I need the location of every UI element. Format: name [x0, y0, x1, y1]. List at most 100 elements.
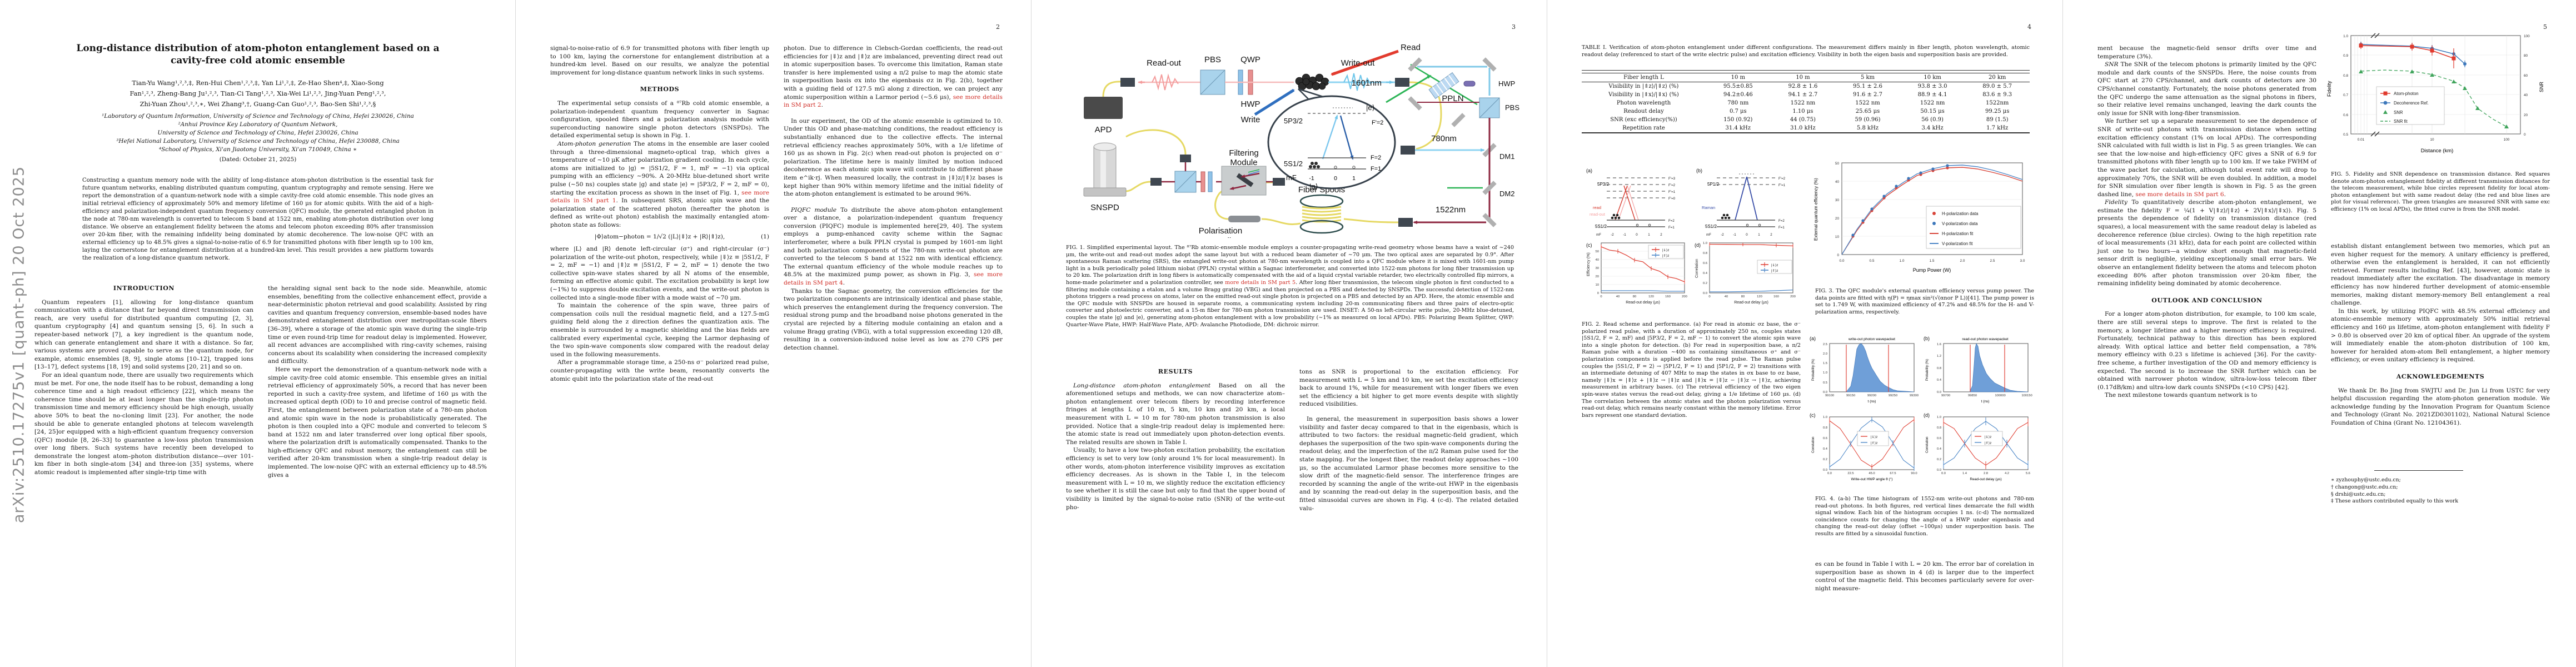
snr-triangles [2359, 69, 2509, 128]
tick-label: 99850 [1968, 394, 1977, 397]
readout-label: read-out [1590, 212, 1606, 217]
tick-label: 1.2 [1937, 355, 1941, 358]
page-number: 5 [2543, 23, 2547, 31]
tick-label: 0.4 [1937, 447, 1942, 451]
legend-entry: V-polarization data [1942, 221, 1978, 226]
fig2d-correlation-plot: (d) 0.0 0.2 0.4 0.6 0.8 1.0 0 40 80 120 … [1695, 242, 1796, 305]
paragraph: We thank Dr. Bo Jing from SWJTU and Dr. … [2331, 387, 2550, 426]
cell: 1522 nm [1920, 100, 1945, 106]
level-5s12-label: 5S1/2 [1284, 160, 1303, 168]
footnote-email: † changong@ustc.edu.cn; [2331, 484, 2398, 490]
cell: 1.10 μs [1792, 108, 1813, 115]
pc-label-2: Controller [1202, 236, 1238, 238]
state-g-label: |g⟩ [1309, 182, 1318, 191]
hwp2-label: HWP [1498, 79, 1515, 88]
x-axis-label: Read-out delay (μs) [1970, 477, 2001, 481]
tick-label: 4.2 [2005, 472, 2009, 475]
cell: 1.7 kHz [1986, 125, 2009, 131]
mf-value: 2 [1660, 233, 1662, 237]
paper-title: Long-distance distribution of atom-photo… [76, 43, 440, 66]
tick-label: 0 [1708, 295, 1710, 298]
tick-label: 2.5 [1823, 343, 1827, 346]
snspd-label: SNSPD [1090, 203, 1119, 212]
page-3: 3 Read-out APD PBS QWP HWP Read Write [1031, 0, 1547, 667]
fig4d-fringe-superposition: (d) |⇓⟩z |⇑⟩z 0.0 0.2 0.4 0.6 0.8 1.0 0.… [1924, 412, 2030, 481]
level-label: F'=0 [1668, 197, 1676, 201]
cell: 1522 nm [1855, 100, 1880, 106]
section-heading-results: RESULTS [1158, 368, 1193, 375]
writeout-pulse-wave [1343, 73, 1371, 91]
tick-label: 1.6 [1937, 343, 1941, 346]
legend-entry: |⇓⟩z [1662, 248, 1669, 252]
affiliation: ³Hefei National Laboratory, University o… [116, 138, 400, 145]
paragraph: The experimental setup consists of a ⁸⁷R… [550, 99, 769, 140]
table-header-row: Fiber length L 10 m 10 m 5 km 10 km 20 k… [1582, 73, 2030, 82]
figure-1-caption: FIG. 1. Simplified experimental layout. … [1066, 245, 1514, 328]
affiliation: ²Anhui Province Key Laboratory of Quantu… [178, 121, 338, 128]
paragraph-text: To quantitatively describe atom-photon e… [2097, 199, 2316, 287]
page1-right-column: the heralding signal sent back to the no… [268, 285, 487, 479]
legend-entry: SNR [2394, 110, 2403, 115]
cell: 89 (1.5) [1986, 117, 2009, 123]
cell: 93.8 ± 3.0 [1917, 83, 1947, 89]
tick-label: 0.7 [2343, 93, 2348, 97]
runin-heading: PIQFC module [791, 206, 837, 213]
paragraph: Atom-photon generation The atoms in the … [550, 140, 769, 230]
780nm-label: 780nm [1431, 134, 1457, 143]
tick-label: 0.8 [1937, 367, 1941, 370]
legend-entry: SNR fit [2394, 119, 2408, 124]
tick-label: 10 [1835, 235, 1840, 239]
tick-label: 200 [1682, 295, 1687, 298]
sm-link-text: see more details in SM part 2 [784, 93, 1003, 109]
panel-letter: (c) [1586, 242, 1592, 248]
level-label: F'=2 [1778, 177, 1786, 181]
paragraph: To maintain the coherence of the spin wa… [550, 302, 769, 358]
caption-text: FIG. 1. Simplified experimental layout. … [1066, 245, 1514, 286]
tick-label: 90.0 [1911, 472, 1917, 475]
5p12-label: 5P1/2 [1707, 182, 1719, 187]
runin-heading: Atom-photon generation [557, 140, 631, 147]
paragraph-text: We further set up a separate measurement… [2097, 118, 2316, 198]
v-data-points [1851, 164, 1949, 237]
section-heading-methods: METHODS [640, 86, 680, 93]
page2-right-column: photon. Due to difference in Clebsch-Gor… [784, 44, 1003, 352]
mf-value: -2 [1721, 233, 1724, 237]
panel-letter: (a) [1810, 336, 1816, 341]
page-5: 5 ment because the magnetic-field sensor… [2062, 0, 2576, 667]
tick-label: 99300 [1910, 394, 1919, 397]
mf-value: 0 [1636, 233, 1638, 237]
cell: 89.0 ± 5.7 [1982, 83, 2012, 89]
legend-entry: Decoherence Ref. [2394, 101, 2429, 106]
page-number: 2 [996, 23, 1000, 31]
cell: 1522nm [1986, 100, 2009, 106]
histogram [1846, 343, 1915, 392]
tick-label: 3.0 [2020, 259, 2025, 263]
x-axis-label: Read-out delay (μs) [1626, 301, 1660, 305]
red-series [1709, 243, 1793, 247]
tick-label: 30 [1835, 198, 1840, 202]
author-line: Zhi-Yuan Zhou¹,²,³,∗, Wei Zhang³,†, Guan… [139, 100, 376, 108]
pbs-label: PBS [1204, 55, 1221, 64]
tick-label: 80 [2524, 54, 2528, 58]
tick-label: 0.4 [1703, 272, 1708, 275]
page5-left-column: ment because the magnetic-field sensor d… [2097, 44, 2316, 400]
tick-label: 0 [1837, 253, 1839, 257]
row-label: Visibility in |⇑x⟩/|⇓x⟩ (%) [1608, 92, 1679, 98]
runin-heading: Long-distance atom-photon entanglement [1073, 382, 1211, 389]
dm2-mirror [1482, 181, 1497, 195]
axis-break-marks [2370, 33, 2380, 137]
mf-value: 1 [1758, 233, 1760, 237]
fig2c-efficiency-plot: (c) 0 10 20 30 40 50 0 40 80 120 160 200… [1586, 242, 1687, 305]
atom-photon-points [2359, 43, 2456, 61]
tick-label: 2.8 [1984, 472, 1988, 475]
figure-4-caption: FIG. 4. (a-b) The time histogram of 1552… [1815, 496, 2034, 537]
row-label: SNR (exc efficiency(%)) [1610, 117, 1677, 123]
column-header: 20 km [1988, 74, 2006, 81]
hwp2-plate [1463, 81, 1476, 87]
row-label: Repetition rate [1622, 125, 1665, 131]
tick-label: 50 [1596, 250, 1599, 253]
tick-label: 0.9 [2343, 54, 2348, 58]
paragraph: In our experiment, the OD of the atomic … [784, 117, 1003, 198]
x-axis-label: t (ns) [1981, 400, 1990, 404]
paragraph-text: The SNR of the telecom photons is primar… [2097, 61, 2316, 117]
